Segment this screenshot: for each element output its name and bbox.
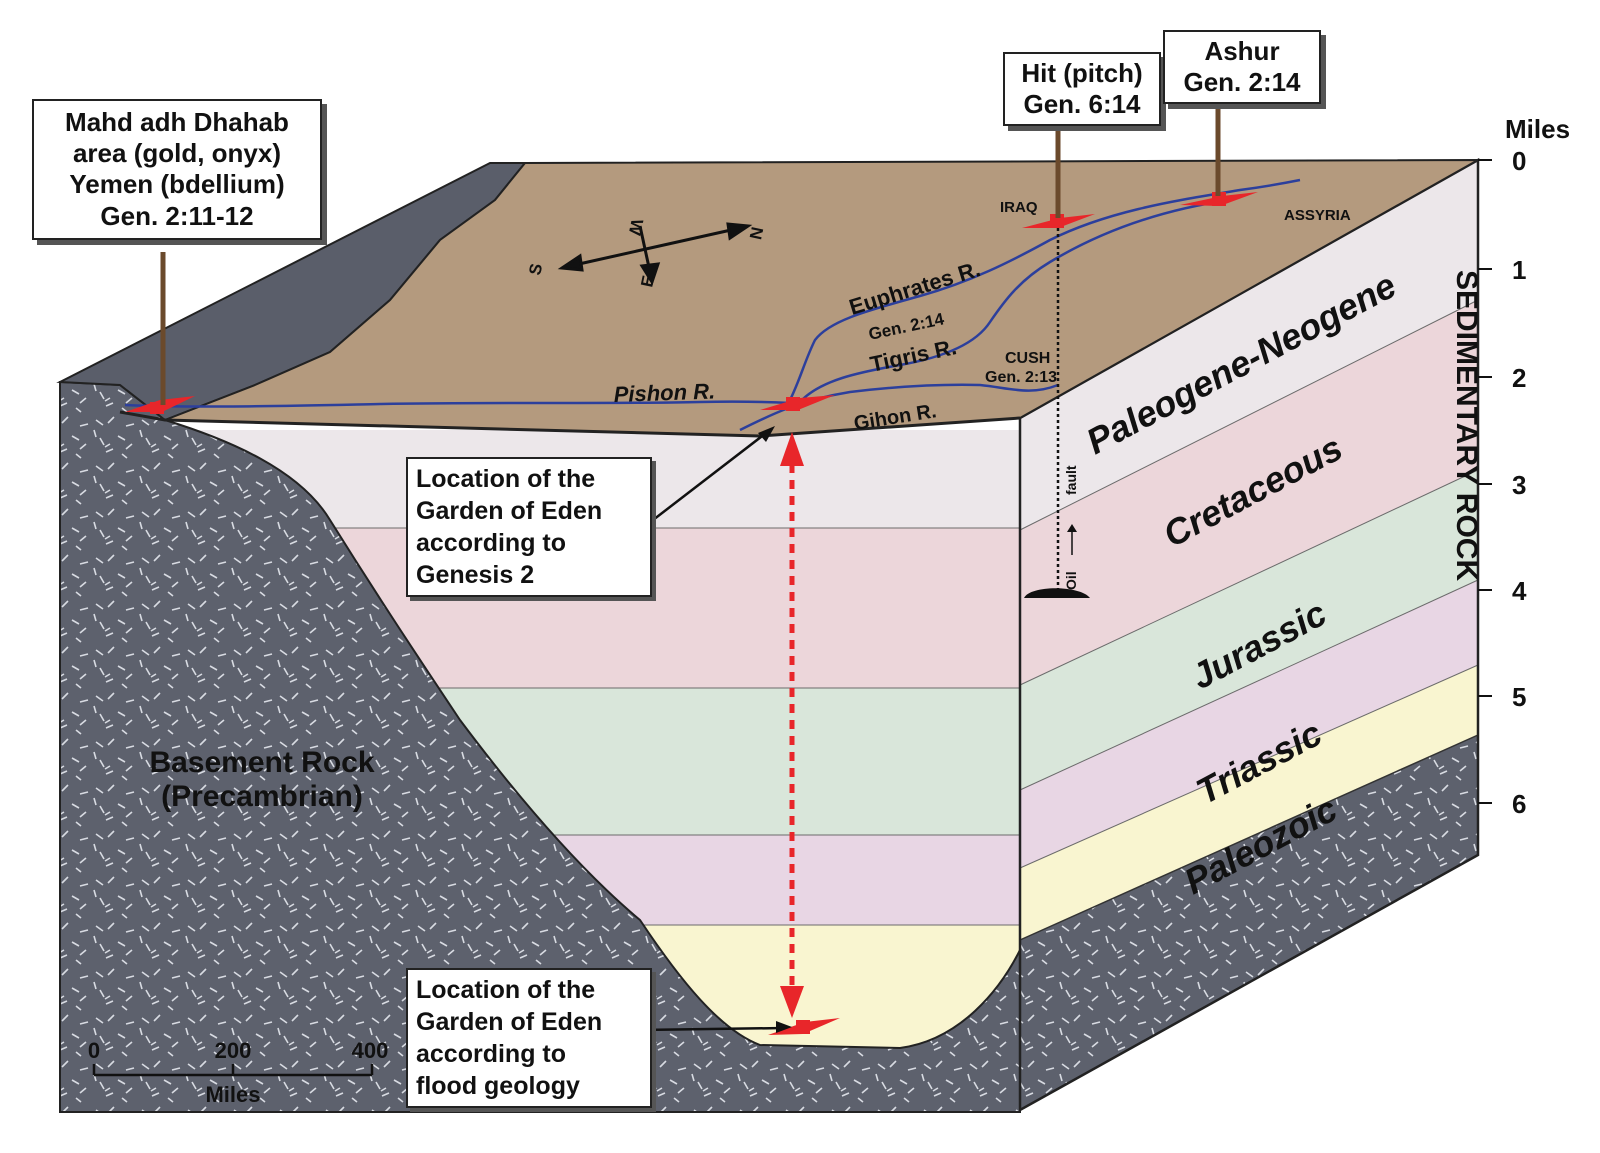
side-boundary [1019, 664, 1479, 869]
label-iraq: IRAQ [1000, 199, 1038, 216]
callout-line: Location of the [416, 976, 596, 1004]
compass-ns-line [569, 226, 741, 268]
pointer-eden-genesis-head [758, 426, 775, 442]
depth-tick-label: 0 [1512, 146, 1526, 176]
side-boundary [1019, 299, 1479, 531]
basement-label: Basement Rock (Precambrian) [149, 746, 374, 813]
callout-line: flood geology [416, 1072, 580, 1100]
compass [557, 222, 753, 286]
basement-line2: (Precambrian) [161, 780, 363, 813]
callout-line: according to [416, 1040, 567, 1068]
oil-label: Oil [1063, 571, 1079, 590]
sign-hit-line: Hit (pitch) [1021, 58, 1143, 88]
compass-e-head [639, 262, 661, 286]
fault-label: fault [1063, 465, 1079, 495]
label-cush: CUSH [1005, 350, 1050, 367]
sign-ashur-line: Ashur [1204, 36, 1280, 66]
strata-group-label: SEDIMENTARY ROCK [1450, 270, 1483, 581]
sign-hit: Hit (pitch) Gen. 6:14 [1003, 52, 1161, 127]
callout-line: Garden of Eden [416, 497, 603, 525]
compass-n-label: N [746, 225, 767, 241]
distance-scale-labels: 0 200 400 Miles [88, 1038, 388, 1107]
side-band-paleogene [1020, 160, 1478, 530]
distance-tick-label: 200 [215, 1038, 252, 1063]
land-surface [164, 158, 1482, 438]
marker-eden-genesis-box [786, 397, 800, 411]
depth-tick-label: 4 [1512, 576, 1527, 606]
sign-posts [160, 104, 1221, 405]
side-boundary [1019, 579, 1479, 791]
oil-arrow-head [1067, 524, 1077, 532]
sign-mahd-line: Mahd adh Dhahab [65, 107, 289, 137]
side-band-paleozoic [1020, 665, 1478, 940]
sign-ashur-line: Gen. 2:14 [1183, 67, 1301, 98]
side-basement [1020, 735, 1478, 1110]
callout-line: Genesis 2 [416, 561, 535, 589]
side-boundary [1019, 469, 1479, 686]
euphrates-river [788, 178, 1301, 401]
pointer-eden-genesis [639, 429, 771, 531]
distance-tick-label: 0 [88, 1038, 100, 1063]
marker-eden-flood-box [796, 1020, 810, 1034]
fault-labels: fault Oil [1063, 465, 1079, 590]
label-assyria: ASSYRIA [1284, 207, 1351, 224]
callout-line: according to [416, 529, 567, 557]
label-cush-ref: Gen. 2:13 [985, 369, 1057, 386]
compass-s-label: S [525, 262, 546, 277]
compass-s-head [557, 253, 584, 272]
compass-n-head [726, 222, 753, 241]
depth-scale-labels: Miles 0 1 2 3 4 5 6 [1505, 114, 1570, 819]
front-face [59, 380, 1021, 1113]
side-band-triassic [1020, 580, 1478, 868]
pointer-eden-flood [639, 1026, 786, 1032]
oil-trap [1024, 588, 1090, 598]
side-band-cretaceous [1020, 300, 1478, 685]
sign-mahd-line: Gen. 2:11-12 [100, 200, 254, 231]
pointer-eden-flood-head [776, 1021, 792, 1033]
depth-arrow-head-top [780, 432, 804, 466]
distance-tick-label: 400 [352, 1038, 389, 1063]
callout-eden-flood: Location of the Garden of Eden according… [406, 968, 652, 1108]
top-face [56, 158, 1482, 438]
depth-scale [1478, 159, 1492, 804]
pishon-river [124, 400, 791, 408]
depth-tick-label: 1 [1512, 255, 1526, 285]
depth-title: Miles [1505, 114, 1570, 144]
depth-tick-label: 3 [1512, 470, 1526, 500]
basement-line1: Basement Rock [149, 746, 374, 779]
side-boundary [1019, 734, 1479, 941]
callout-eden-genesis: Location of the Garden of Eden according… [406, 457, 652, 597]
depth-tick-label: 6 [1512, 789, 1526, 819]
sign-mahd-line: Yemen (bdellium) [69, 169, 285, 200]
compass-labels: S N W E [525, 217, 766, 289]
top-front-edge [119, 410, 1021, 438]
basement-front [59, 380, 1021, 1113]
callout-line: Garden of Eden [416, 1008, 603, 1036]
distance-unit-label: Miles [205, 1082, 260, 1107]
label-pishon: Pishon R. [613, 378, 715, 407]
distance-scale [92, 1064, 374, 1077]
depth-tick-label: 2 [1512, 363, 1526, 393]
sign-hit-line: Gen. 6:14 [1023, 89, 1141, 120]
sign-mahd: Mahd adh Dhahab area (gold, onyx) Yemen … [32, 99, 322, 240]
fault-well [1024, 228, 1090, 598]
callout-line: Location of the [416, 465, 596, 493]
sign-ashur: Ashur Gen. 2:14 [1163, 30, 1321, 105]
compass-e-label: E [637, 274, 658, 289]
side-face [1018, 157, 1480, 1113]
tigris-river [799, 198, 1231, 403]
depth-tick-label: 5 [1512, 682, 1526, 712]
depth-arrow-head-bottom [780, 986, 804, 1018]
compass-w-label: W [625, 217, 647, 238]
side-band-jurassic [1020, 470, 1478, 790]
sign-mahd-line: area (gold, onyx) [72, 138, 282, 169]
